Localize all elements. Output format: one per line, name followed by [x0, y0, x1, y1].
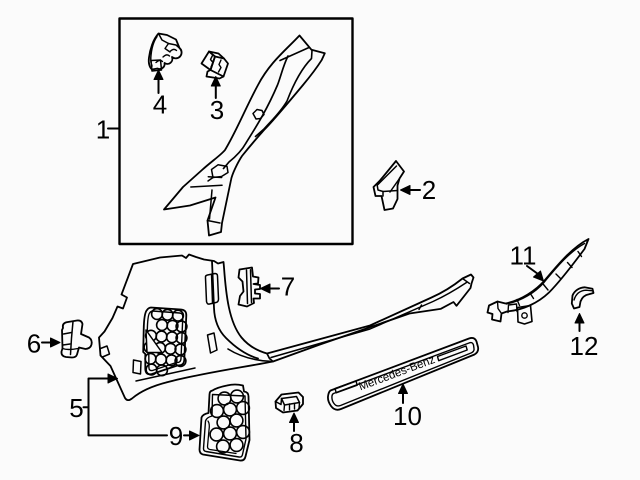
svg-text:8: 8 — [289, 428, 303, 458]
svg-text:5: 5 — [69, 393, 83, 423]
svg-text:2: 2 — [422, 175, 436, 205]
svg-text:1: 1 — [96, 115, 110, 145]
svg-text:12: 12 — [570, 331, 599, 361]
svg-text:11: 11 — [510, 241, 537, 271]
svg-text:10: 10 — [393, 401, 422, 431]
svg-text:4: 4 — [153, 90, 167, 120]
svg-text:3: 3 — [210, 95, 224, 125]
svg-text:9: 9 — [169, 421, 183, 451]
svg-text:7: 7 — [281, 272, 295, 302]
svg-text:6: 6 — [27, 329, 41, 359]
